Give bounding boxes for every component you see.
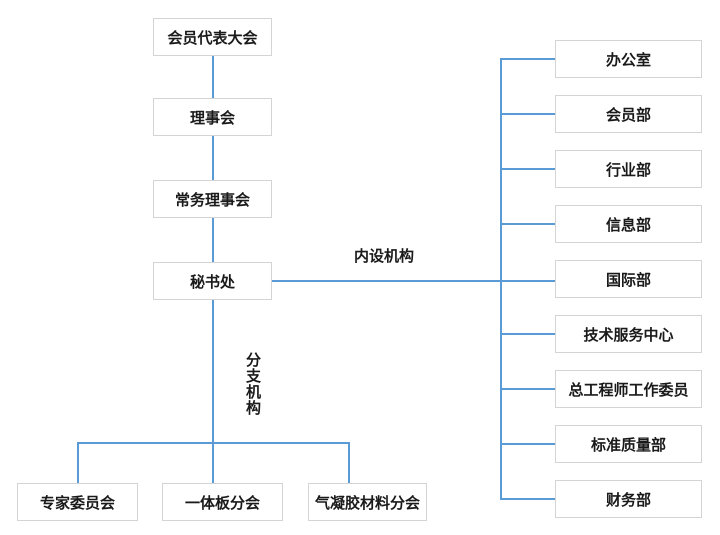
node-international-dept: 国际部 (555, 260, 702, 298)
connector-line (500, 58, 502, 500)
node-finance-dept: 财务部 (555, 480, 702, 518)
connector-line (500, 388, 555, 390)
connector-line (500, 223, 555, 225)
node-standing-council: 常务理事会 (153, 180, 272, 218)
connector-line (500, 333, 555, 335)
node-information-dept: 信息部 (555, 205, 702, 243)
connector-line (500, 498, 555, 500)
connector-line (212, 136, 214, 180)
node-integrated-panel-branch: 一体板分会 (162, 483, 283, 521)
node-expert-committee: 专家委员会 (17, 483, 138, 521)
connector-line (500, 58, 555, 60)
connector-line (77, 442, 79, 483)
connector-line (212, 56, 214, 98)
connector-line (272, 280, 555, 282)
label-branches: 分支机构 (244, 352, 262, 416)
node-member-congress: 会员代表大会 (153, 18, 272, 56)
connector-line (77, 442, 350, 444)
node-industry-dept: 行业部 (555, 150, 702, 188)
connector-line (212, 218, 214, 262)
node-secretariat: 秘书处 (153, 262, 272, 300)
connector-line (500, 113, 555, 115)
node-council: 理事会 (153, 98, 272, 136)
node-membership-dept: 会员部 (555, 95, 702, 133)
connector-line (500, 443, 555, 445)
node-standards-quality-dept: 标准质量部 (555, 425, 702, 463)
connector-line (500, 168, 555, 170)
node-office: 办公室 (555, 40, 702, 78)
label-internal-departments: 内设机构 (354, 247, 415, 265)
node-tech-service-center: 技术服务中心 (555, 315, 702, 353)
node-aerogel-branch: 气凝胶材料分会 (308, 483, 427, 521)
node-chief-engineer-committee: 总工程师工作委员 (555, 370, 702, 408)
connector-line (348, 442, 350, 483)
connector-line (212, 300, 214, 483)
